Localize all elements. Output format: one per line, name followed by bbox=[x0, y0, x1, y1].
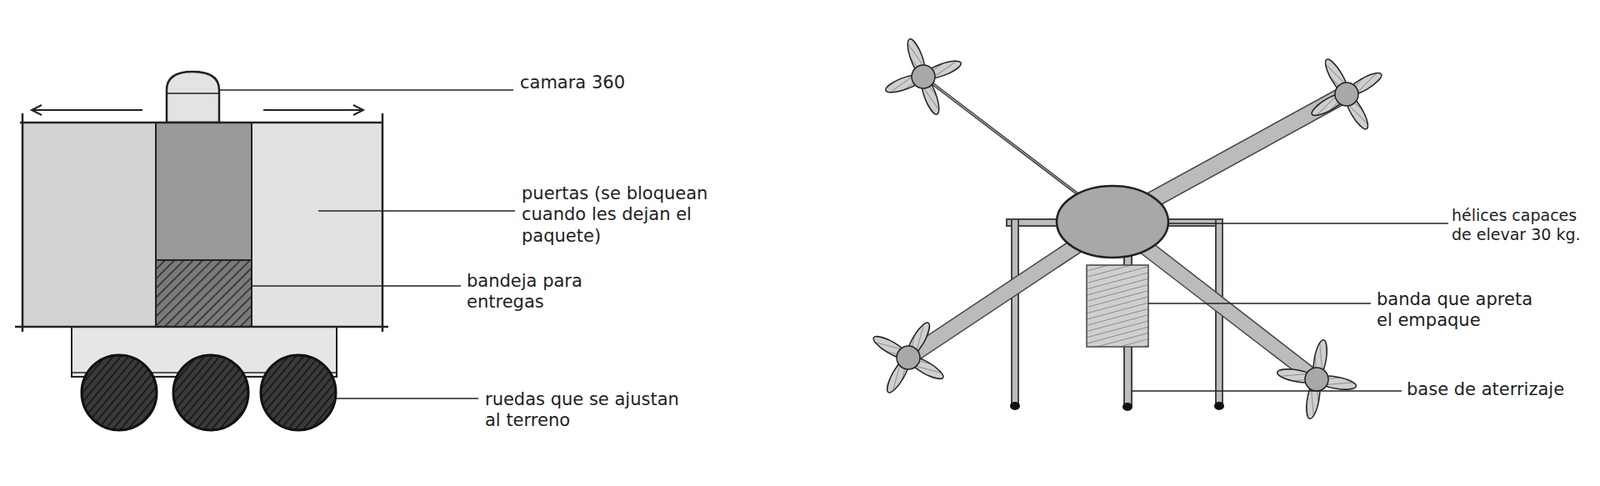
callout-label: ruedas que se ajustan al terreno bbox=[485, 389, 694, 431]
delivery-robot bbox=[15, 71, 515, 430]
callout-label: banda que apreta el empaque bbox=[1376, 289, 1535, 331]
callout-label: puertas (se bloquean cuando les dejan el… bbox=[521, 183, 772, 247]
callout-label: base de aterrizaje bbox=[1406, 379, 1565, 400]
delivery-drone bbox=[870, 37, 1449, 420]
callout-label: camara 360 bbox=[520, 72, 625, 94]
callout-label: hélices capaces de elevar 30 kg. bbox=[1451, 205, 1595, 245]
callout-label: bandeja para entregas bbox=[466, 270, 634, 313]
